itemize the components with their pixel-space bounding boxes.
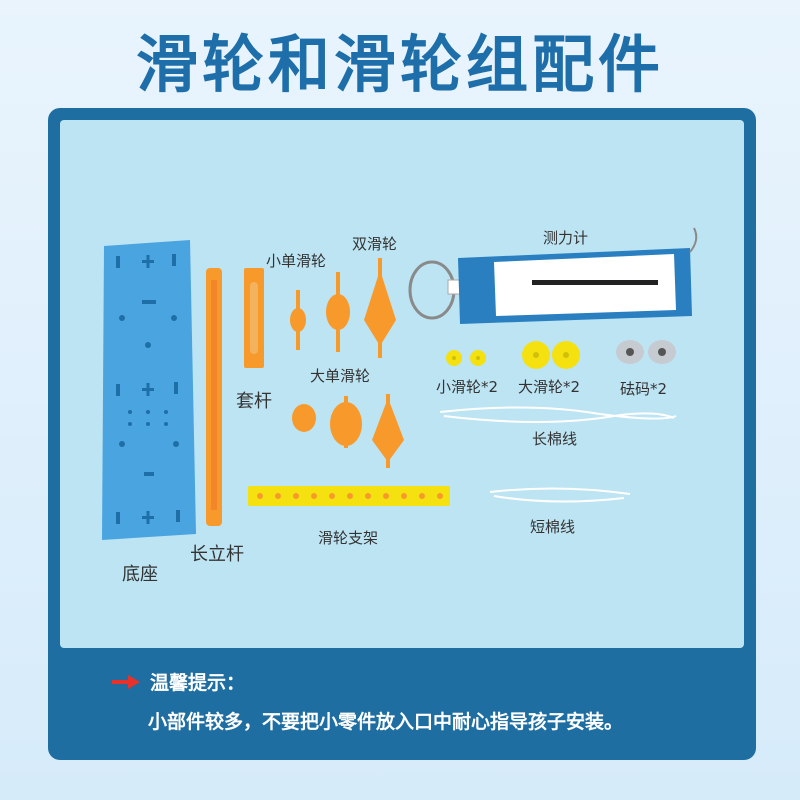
- label-large-pulley: 大滑轮*2: [518, 378, 581, 396]
- label-short-string: 短棉线: [530, 518, 576, 536]
- label-weight: 砝码*2: [620, 380, 668, 398]
- label-base: 底座: [122, 564, 158, 585]
- small-pulley-pair: [446, 350, 486, 366]
- small-single-pulleys: [290, 272, 350, 352]
- safety-notice: 温馨提示： 小部件较多，不要把小零件放入口中耐心指导孩子安装。: [112, 668, 732, 734]
- label-long-rod: 长立杆: [190, 544, 244, 565]
- notice-body: 小部件较多，不要把小零件放入口中耐心指导孩子安装。: [148, 711, 624, 733]
- weight-pair: [616, 340, 676, 364]
- product-card: 温馨提示： 小部件较多，不要把小零件放入口中耐心指导孩子安装。: [48, 108, 756, 760]
- label-large-single-pulley: 大单滑轮: [310, 367, 371, 385]
- label-double-pulley: 双滑轮: [352, 235, 398, 253]
- label-spring-scale: 测力计: [543, 229, 589, 247]
- pulley-bracket: [248, 486, 450, 506]
- notice-heading: 温馨提示：: [150, 672, 246, 694]
- label-small-single-pulley: 小单滑轮: [266, 252, 327, 270]
- long-rod: [206, 268, 222, 526]
- label-pulley-bracket: 滑轮支架: [318, 529, 379, 547]
- label-sleeve-rod: 套杆: [236, 391, 272, 412]
- double-pulley-part: [364, 258, 396, 358]
- long-string: [439, 406, 677, 423]
- notice-heading-row: 温馨提示：: [112, 668, 732, 695]
- arrow-right-icon: [112, 674, 140, 689]
- large-single-pulleys: [292, 394, 404, 468]
- page-title: 滑轮和滑轮组配件: [135, 28, 664, 101]
- sleeve-rod: [244, 268, 264, 368]
- short-string: [489, 487, 631, 503]
- spring-scale: [408, 227, 698, 324]
- large-pulley-pair: [522, 341, 580, 369]
- base-board: [102, 240, 196, 540]
- label-small-pulley: 小滑轮*2: [436, 378, 499, 396]
- label-long-string: 长棉线: [532, 430, 578, 448]
